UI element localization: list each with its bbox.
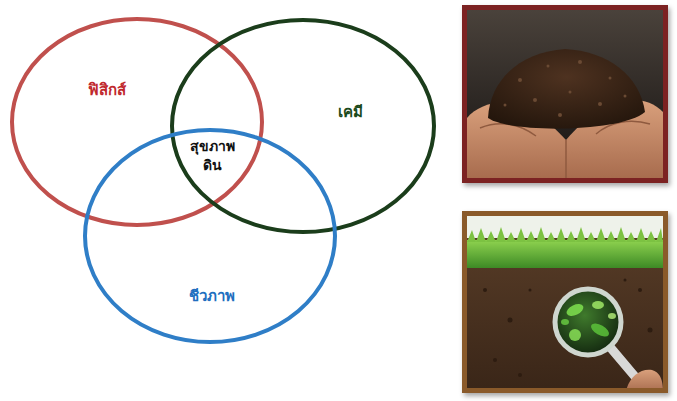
circle-label: ชีวภาพ bbox=[189, 287, 235, 305]
soil-microbe-photo bbox=[462, 211, 668, 393]
chemistry-circle: เคมี bbox=[168, 16, 438, 236]
circle-label: ฟิสิกส์ bbox=[88, 81, 126, 99]
circle-ring bbox=[85, 130, 335, 342]
circle-ring bbox=[172, 20, 434, 232]
circle-outline bbox=[8, 15, 266, 229]
physics-circle: ฟิสิกส์ bbox=[8, 15, 266, 229]
soil-hands-photo bbox=[462, 5, 668, 183]
circle-outline bbox=[168, 16, 438, 236]
circle-label: เคมี bbox=[338, 103, 363, 121]
circle-ring bbox=[12, 19, 262, 225]
center-label: สุขภาพ ดิน bbox=[179, 137, 245, 175]
